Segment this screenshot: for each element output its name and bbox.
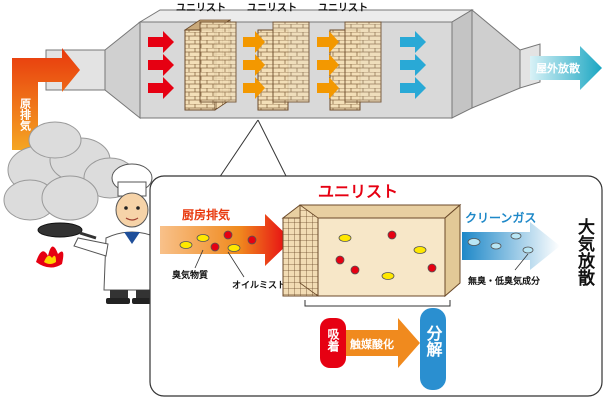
inlet-arrow: [12, 48, 80, 150]
red-flow-arrows: [148, 31, 174, 99]
adsorption-badge: [320, 318, 346, 368]
particles-clean: [467, 232, 534, 254]
inlet-transition: [104, 20, 141, 120]
kitchen-exhaust-label: 厨房排気: [182, 207, 230, 222]
decomposition-label: 分解: [424, 325, 443, 358]
result-pointer: [514, 253, 529, 271]
orange-flow-arrows: [243, 31, 339, 99]
outlet-label: 屋外放散: [536, 61, 581, 75]
callout-line: [214, 119, 259, 185]
inlet-label: 原排気: [19, 98, 32, 132]
clean-gas-arrow: [462, 222, 560, 270]
filter-block: [329, 21, 382, 111]
outlet-transition-2: [471, 8, 521, 109]
unit-label: ユニリスト: [318, 2, 368, 14]
filter-bracket: [304, 300, 451, 307]
odor-label: 臭気物質: [172, 269, 208, 281]
catalytic-label: 触媒酸化: [349, 337, 394, 351]
clean-gas-label: クリーンガス: [465, 210, 536, 225]
release-label: 大気放散: [574, 217, 596, 287]
blue-flow-arrows: [400, 31, 426, 99]
filter-block-detail: [281, 203, 462, 298]
particles-inlet: [179, 230, 257, 252]
outlet-transition: [451, 9, 473, 119]
particles-filter: [335, 230, 437, 280]
oil-pointer: [227, 251, 245, 278]
catalytic-arrow: [346, 318, 420, 368]
filter-block: [183, 19, 237, 111]
chef-illustration: [37, 163, 161, 304]
unit-label: ユニリスト: [176, 2, 226, 14]
result-label: 無臭・低臭気成分: [468, 275, 540, 287]
outlet-arrow: [530, 46, 602, 90]
decomposition-badge: [420, 308, 446, 390]
oil-mist-label: オイルミスト: [232, 280, 286, 291]
unit-label: ユニリスト: [247, 2, 297, 14]
callout-line: [257, 119, 291, 185]
detail-title: ユニリスト: [318, 182, 398, 201]
odor-pointer: [194, 249, 204, 269]
adsorption-label: 吸着: [326, 328, 340, 353]
kitchen-exhaust-arrow: [160, 214, 292, 266]
flame-icon: [36, 246, 64, 268]
filter-block: [257, 21, 310, 111]
